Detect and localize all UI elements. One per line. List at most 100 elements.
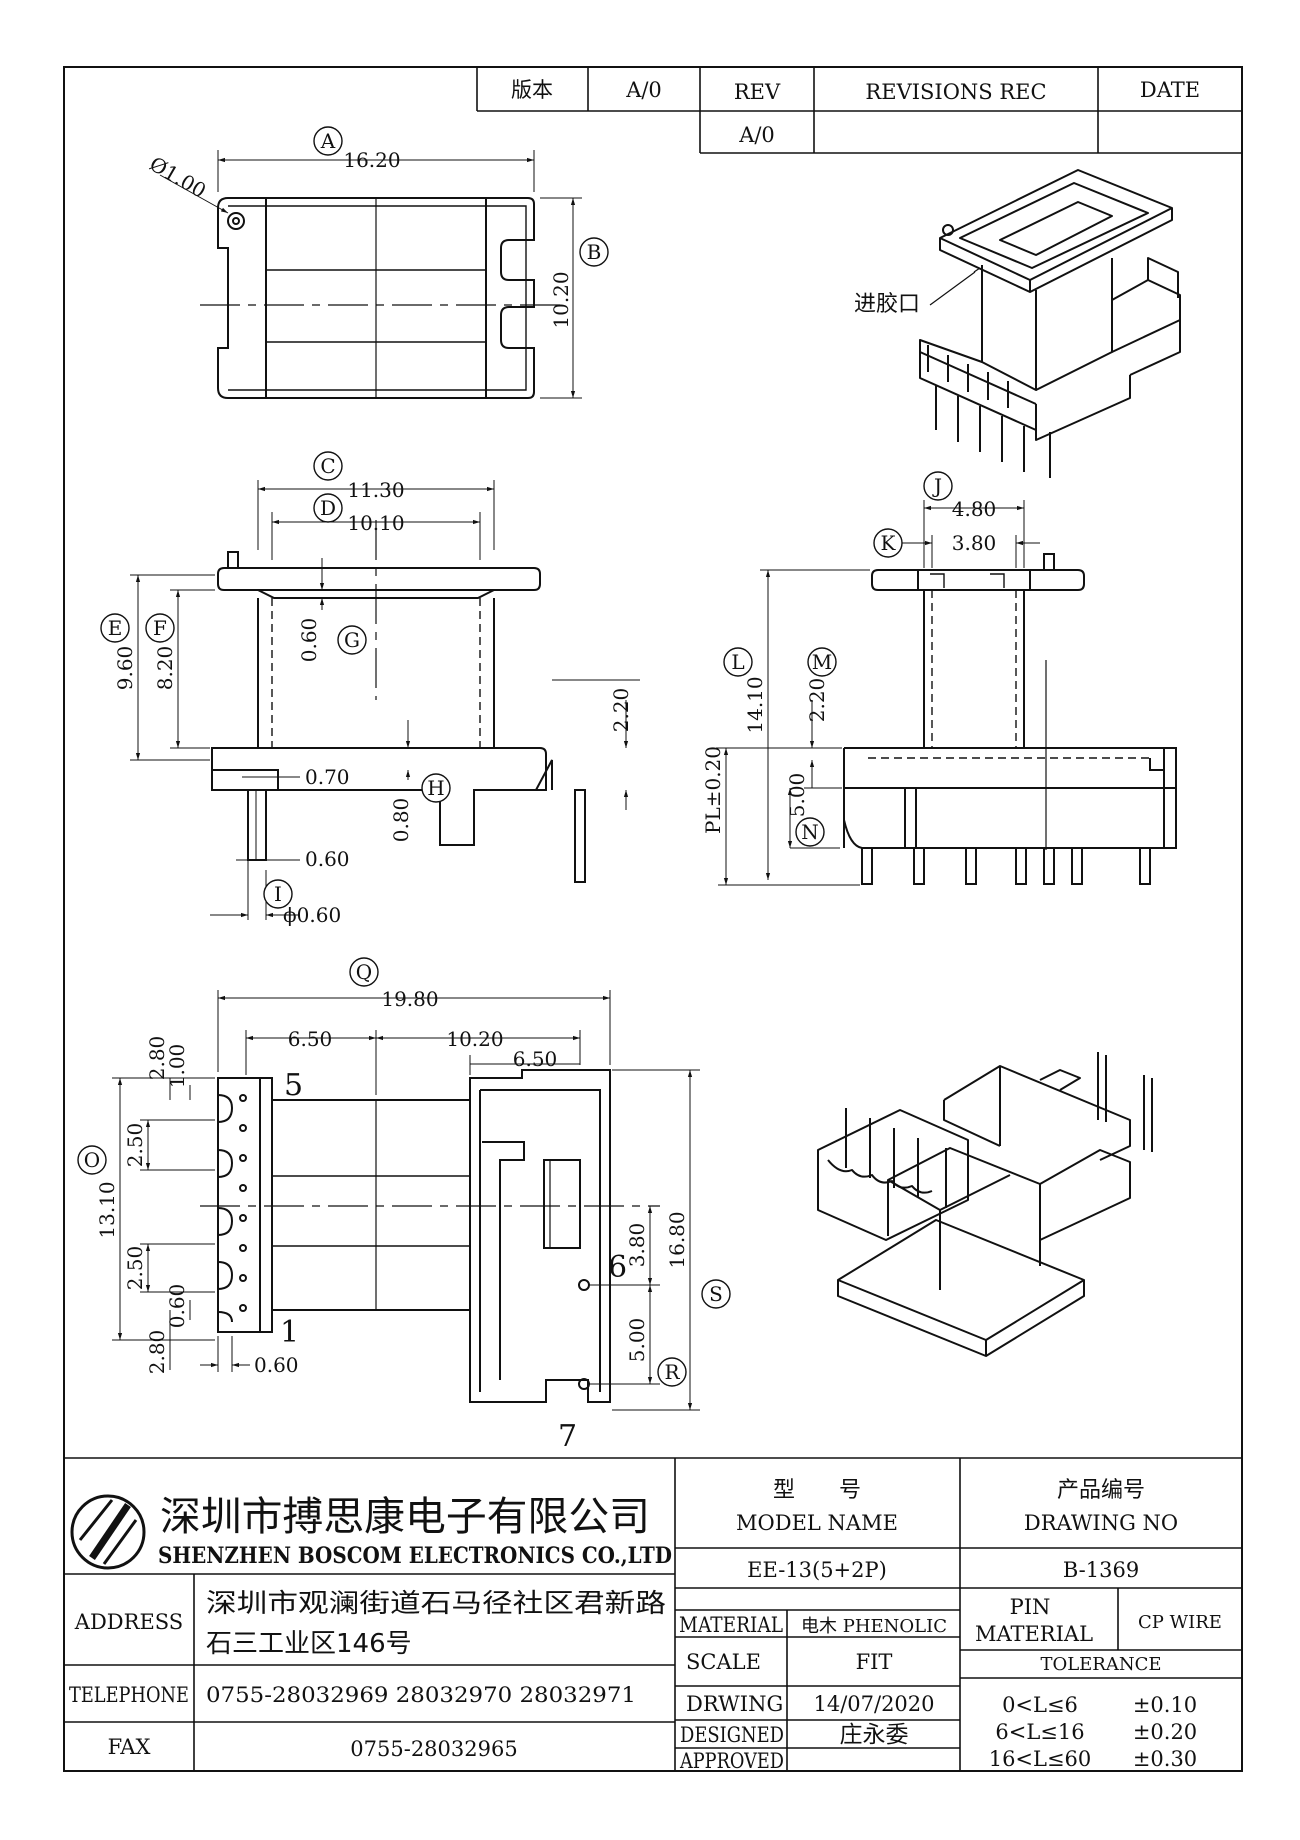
dim-bottom-pin-w: 0.60	[254, 1353, 299, 1377]
pin-label-5: 5	[284, 1068, 303, 1103]
dim-front-outer: 11.30	[347, 478, 404, 502]
pin-label-6: 6	[608, 1250, 627, 1285]
callout-j: J	[923, 471, 953, 501]
pin-material-value: CP WIRE	[1138, 1612, 1222, 1633]
dim-side-total-h: 14.10	[743, 676, 767, 733]
dim-front-base-h: 2.20	[609, 688, 633, 733]
scale-label: SCALE	[686, 1650, 761, 1674]
callout-i: I	[263, 879, 293, 909]
model-label-cn: 型 号	[773, 1478, 861, 1503]
revisions-header: REVISIONS REC	[865, 80, 1046, 104]
callout-k: K	[873, 528, 903, 558]
address-line-2: 石三工业区146号	[206, 1629, 412, 1659]
title-block-grid	[64, 1457, 1242, 1771]
mounting-hole	[227, 212, 245, 230]
dim-bottom-right-pitch: 3.80	[625, 1223, 649, 1268]
callout-q: Q	[349, 957, 379, 987]
dim-bottom-top-off: 2.80	[145, 1036, 169, 1081]
svg-text:M: M	[812, 650, 832, 674]
version-label: 版本	[511, 78, 553, 102]
dim-top-width: 16.20	[343, 148, 400, 172]
telephone-label: TELEPHONE	[69, 1683, 189, 1707]
designed-label: DESIGNED	[680, 1723, 784, 1747]
dim-bottom-total-w: 19.80	[381, 987, 438, 1011]
dim-bottom-pitch2: 2.50	[123, 1246, 147, 1291]
telephone-value: 0755-28032969 28032970 28032971	[206, 1683, 636, 1707]
pin-material-label-2: MATERIAL	[975, 1622, 1093, 1646]
dim-front-inner: 10.10	[347, 511, 404, 535]
rev-value: A/0	[738, 123, 775, 147]
address-line-1: 深圳市观澜街道石马径社区君新路	[206, 1589, 666, 1619]
dim-bottom-overall-h: 16.80	[665, 1211, 689, 1268]
tolerance-value: ±0.30	[1133, 1747, 1197, 1771]
material-label: MATERIAL	[679, 1613, 783, 1637]
callout-s: S	[701, 1279, 731, 1309]
drawing-no-label-cn: 产品编号	[1057, 1478, 1145, 1503]
callout-e: E	[100, 613, 130, 643]
dim-front-pin-offset: 0.70	[305, 765, 350, 789]
dim-bottom-right: 6.50	[513, 1047, 558, 1071]
callout-g: G	[337, 625, 367, 655]
front-view	[130, 480, 640, 920]
iso-gate-note: 进胶口	[854, 292, 920, 317]
svg-text:J: J	[932, 474, 942, 498]
dim-hole-dia: Ø1.00	[146, 152, 211, 203]
dim-front-wall: 0.60	[297, 618, 321, 663]
svg-text:Q: Q	[356, 960, 372, 984]
rev-header: REV	[734, 80, 781, 104]
callout-a: A	[313, 126, 343, 156]
approved-label: APPROVED	[679, 1749, 784, 1773]
date-header: DATE	[1140, 78, 1200, 102]
drawing-no-value: B-1369	[1063, 1558, 1139, 1582]
model-value: EE-13(5+2P)	[747, 1558, 887, 1582]
svg-text:O: O	[84, 1148, 100, 1172]
dim-bottom-bot-off: 2.80	[145, 1330, 169, 1375]
svg-text:H: H	[427, 776, 444, 800]
dim-bottom-slot: 0.60	[165, 1284, 189, 1329]
sheet-border	[63, 66, 1243, 1772]
bottom-view	[112, 990, 700, 1411]
dim-side-pin-len: 5.00	[785, 773, 809, 818]
dim-side-base: 2.20	[805, 678, 829, 723]
material-value: 电木 PHENOLIC	[801, 1616, 947, 1637]
dim-side-pl: PL±0.20	[701, 746, 725, 834]
callout-d: D	[313, 493, 343, 523]
callout-m: M	[807, 647, 837, 677]
callout-f: F	[145, 613, 175, 643]
svg-text:E: E	[108, 616, 123, 640]
dim-bottom-top-slot: 1.00	[165, 1044, 189, 1089]
company-name-en: SHENZHEN BOSCOM ELECTRONICS CO.,LTD	[158, 1543, 672, 1569]
tolerance-value: ±0.10	[1133, 1693, 1197, 1717]
dim-bottom-total-h: 13.10	[95, 1181, 119, 1238]
dim-bottom-left: 6.50	[288, 1027, 333, 1051]
svg-text:B: B	[587, 240, 602, 264]
side-view	[716, 500, 1177, 886]
callout-b: B	[579, 237, 609, 267]
svg-text:F: F	[153, 616, 167, 640]
tolerance-range: 16<L≤60	[989, 1747, 1092, 1771]
designed-value: 庄永委	[840, 1722, 909, 1748]
iso-view-top	[919, 169, 1181, 478]
top-view	[159, 150, 582, 399]
fax-value: 0755-28032965	[350, 1737, 517, 1761]
drawing-no-label-en: DRAWING NO	[1024, 1511, 1178, 1535]
dim-front-pin-w: 0.60	[305, 847, 350, 871]
dim-bottom-right-off: 5.00	[625, 1318, 649, 1363]
svg-text:K: K	[881, 531, 897, 555]
dim-side-outer: 4.80	[952, 497, 997, 521]
fax-label: FAX	[108, 1735, 151, 1759]
dim-top-height: 10.20	[549, 271, 573, 328]
callout-o: O	[77, 1145, 107, 1175]
svg-text:A: A	[320, 129, 336, 153]
svg-text:C: C	[320, 454, 335, 478]
callout-n: N	[795, 817, 825, 847]
svg-text:L: L	[731, 650, 744, 674]
pin-material-label-1: PIN	[1010, 1595, 1051, 1619]
svg-text:G: G	[344, 628, 360, 652]
callout-r: R	[657, 1357, 687, 1387]
drawing-date-label: DRWING	[686, 1692, 783, 1716]
iso-view-bottom	[817, 1052, 1153, 1357]
tolerance-label: TOLERANCE	[1040, 1654, 1161, 1675]
tolerance-range: 6<L≤16	[995, 1720, 1084, 1744]
